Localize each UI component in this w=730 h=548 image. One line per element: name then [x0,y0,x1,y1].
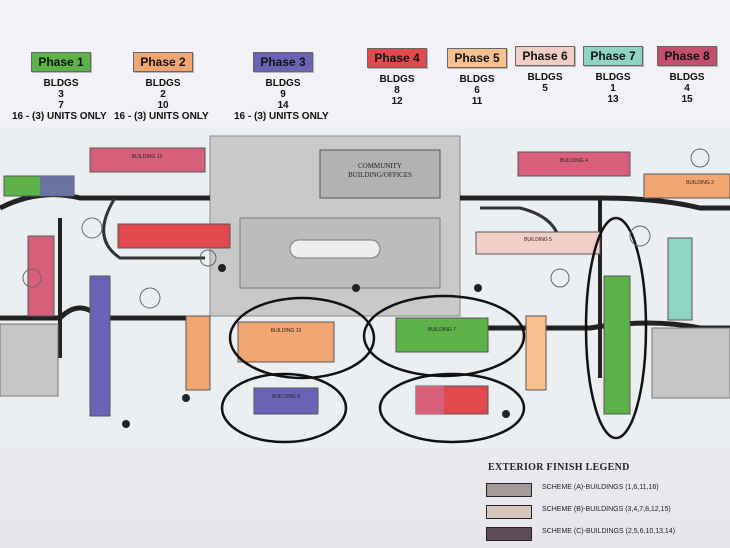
phase-7-chip: Phase 7 [583,46,643,66]
legend-label-a: SCHEME (A)-BUILDINGS (1,6,11,16) [542,484,659,491]
phase-8-line-1: 4 [684,83,690,94]
trees [22,148,710,309]
phase-2-chip: Phase 2 [133,52,193,72]
building-7: BUILDING 7 [395,317,489,353]
dark-tree-symbols [122,264,510,428]
phase-1-line-0: BLDGS [43,78,79,89]
phase-2-line-3: 16 - (3) UNITS ONLY [114,111,209,122]
building-phase3-west-accent [40,176,74,196]
phase-3-line-2: 14 [277,100,289,111]
building-9-label: BUILDING 9 [272,394,300,400]
phase-5-line-2: 11 [471,96,483,107]
phase-8-line-2: 15 [681,94,693,105]
phase-2-key: Phase 2 BLDGS 2 10 16 - (3) UNITS ONLY [114,52,209,122]
community-label-2: BUILDING/OFFICES [348,171,412,179]
phase-3-chip: Phase 3 [253,52,313,72]
phase-2-line-2: 10 [157,100,169,111]
phase-7-key: Phase 7 BLDGS 1 13 [578,46,648,105]
legend-swatch-a [486,483,532,497]
parking-left [0,323,59,397]
building-9: BUILDING 9 [253,387,319,415]
legend-swatch-b [486,505,532,519]
legend-label-c: SCHEME (C)-BUILDINGS (2,5,6,10,13,14) [542,528,676,535]
phase-8-chip: Phase 8 [657,46,717,66]
phase-1-chip: Phase 1 [31,52,91,72]
phase-6-line-1: 5 [542,83,548,94]
building-phase7-green [603,275,631,415]
phase-5-key: Phase 5 BLDGS 6 11 [442,48,512,107]
legend-swatch-c [486,527,532,541]
phase-3-key: Phase 3 BLDGS 9 14 16 - (3) UNITS ONLY [234,52,329,122]
phase-6-key: Phase 6 BLDGS 5 [510,46,580,94]
building-13-label: BUILDING 13 [132,154,163,160]
community-label-1: COMMUNITY [358,162,402,170]
phase-4-line-2: 12 [391,96,403,107]
phase-3-line-1: 9 [280,89,286,100]
building-4: BUILDING 4 [517,151,631,177]
phase-8-key: Phase 8 BLDGS 4 15 [652,46,722,105]
phase-4-key: Phase 4 BLDGS 8 12 [362,48,432,107]
building-10-label: BUILDING 10 [271,328,302,334]
building-14-purple [89,275,111,417]
legend-title: EXTERIOR FINISH LEGEND [488,462,630,473]
building-4-label: BUILDING 4 [560,158,588,164]
phase-5-chip: Phase 5 [447,48,507,68]
phase-4-line-1: 8 [394,85,400,96]
phase-6-chip: Phase 6 [515,46,575,66]
legend-label-b: SCHEME (B)-BUILDINGS (3,4,7,8,12,15) [542,506,671,513]
phase-7-line-0: BLDGS [595,72,631,83]
parking-island [289,239,381,259]
building-phase7-teal [667,237,693,321]
phase-2-line-1: 2 [160,89,166,100]
phase-5-line-0: BLDGS [459,74,495,85]
building-10: BUILDING 10 [237,321,335,363]
phase-6-line-0: BLDGS [527,72,563,83]
phase-7-line-2: 13 [607,94,619,105]
phase-5-line-1: 6 [474,85,480,96]
legend-row-c: SCHEME (C)-BUILDINGS (2,5,6,10,13,14) [486,526,726,542]
phase-2-line-0: BLDGS [145,78,181,89]
phase-1-line-3: 16 - (3) UNITS ONLY [12,111,107,122]
phase-3-line-3: 16 - (3) UNITS ONLY [234,111,329,122]
site-plan-map: COMMUNITY BUILDING/OFFICES BUILDING 13 B… [0,128,730,448]
phase-4-line-0: BLDGS [379,74,415,85]
building-5-label: BUILDING 5 [524,237,552,243]
phase-1-line-1: 3 [58,89,64,100]
building-phase4-south-pink [416,386,444,414]
phase-3-line-0: BLDGS [265,78,301,89]
building-orange-west [185,315,211,391]
building-13: BUILDING 13 [89,147,206,173]
phase-8-line-0: BLDGS [669,72,705,83]
parking-right [651,327,730,399]
phase-1-key: Phase 1 BLDGS 3 7 16 - (3) UNITS ONLY [12,52,107,122]
hand-drawn-circles [220,216,648,444]
phase-1-line-2: 7 [58,100,64,111]
building-5: BUILDING 5 [475,231,601,255]
side-roads [58,198,602,378]
community-building [319,149,441,199]
building-red-row [117,223,231,249]
building-phase5-east [525,315,547,391]
legend-row-b: SCHEME (B)-BUILDINGS (3,4,7,8,12,15) [486,504,726,520]
exterior-finish-legend: EXTERIOR FINISH LEGEND SCHEME (A)-BUILDI… [482,458,730,548]
legend-row-a: SCHEME (A)-BUILDINGS (1,6,11,16) [486,482,726,498]
building-2-label: BUILDING 2 [686,180,714,186]
phase-7-line-1: 1 [610,83,616,94]
building-2: BUILDING 2 [643,173,730,199]
phase-4-chip: Phase 4 [367,48,427,68]
building-7-label: BUILDING 7 [428,327,456,333]
